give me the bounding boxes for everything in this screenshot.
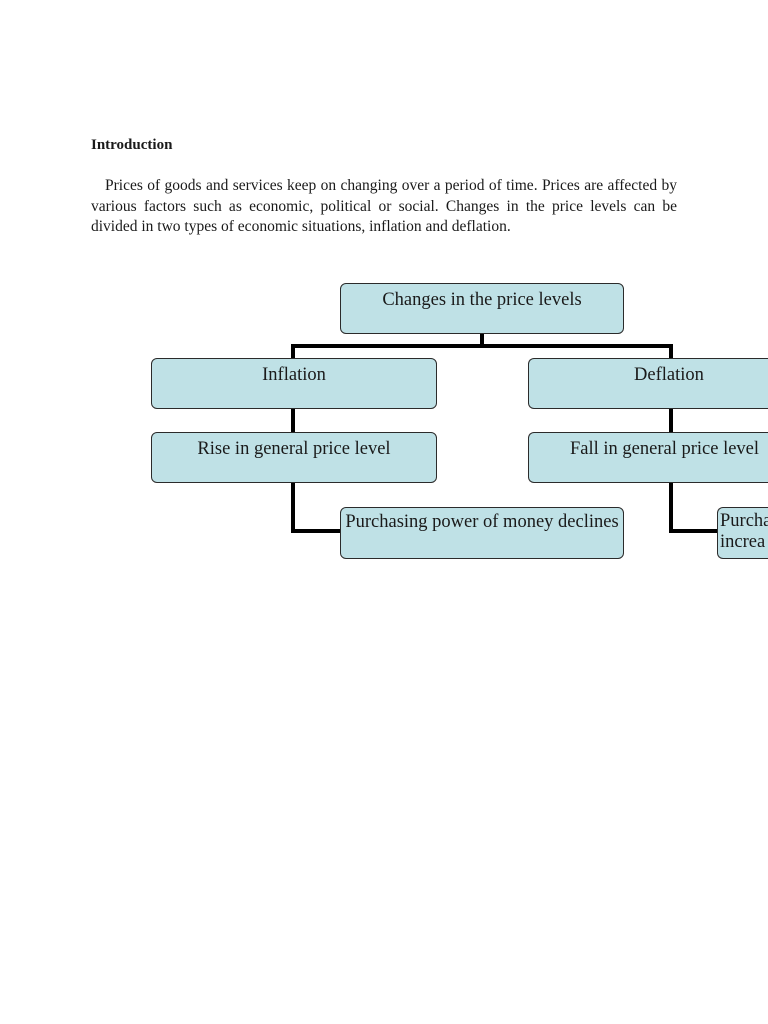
rise-price-box-label: Rise in general price level bbox=[197, 439, 391, 459]
fall-price-box-label: Fall in general price level bbox=[570, 439, 760, 459]
deflation-box-label: Deflation bbox=[634, 365, 704, 385]
connector-deflation-to-fall bbox=[669, 408, 673, 433]
connector-root-down bbox=[480, 333, 484, 347]
connector-horizontal-bar bbox=[291, 344, 673, 348]
purchasing-power-increases-box: Purcha increa bbox=[717, 507, 768, 559]
section-heading: Introduction bbox=[91, 137, 173, 153]
purchasing-power-increases-line1: Purcha bbox=[720, 511, 768, 531]
intro-paragraph: Prices of goods and services keep on cha… bbox=[91, 177, 677, 235]
purchasing-power-declines-label: Purchasing power of money declines bbox=[345, 512, 619, 532]
inflation-box-label: Inflation bbox=[262, 365, 326, 385]
deflation-box: Deflation bbox=[528, 358, 768, 409]
connector-rise-to-purchasing bbox=[291, 529, 342, 533]
fall-price-box: Fall in general price level bbox=[528, 432, 768, 483]
purchasing-power-declines-box: Purchasing power of money declines bbox=[340, 507, 624, 559]
connector-to-deflation bbox=[669, 344, 673, 359]
connector-inflation-to-rise bbox=[291, 408, 295, 433]
root-box: Changes in the price levels bbox=[340, 283, 624, 334]
inflation-box: Inflation bbox=[151, 358, 437, 409]
rise-price-box: Rise in general price level bbox=[151, 432, 437, 483]
purchasing-power-increases-line2: increa bbox=[720, 532, 766, 552]
root-box-label: Changes in the price levels bbox=[382, 290, 582, 310]
connector-fall-down bbox=[669, 482, 673, 533]
connector-fall-to-purchasing bbox=[669, 529, 719, 533]
connector-to-inflation bbox=[291, 344, 295, 359]
connector-rise-down bbox=[291, 482, 295, 533]
